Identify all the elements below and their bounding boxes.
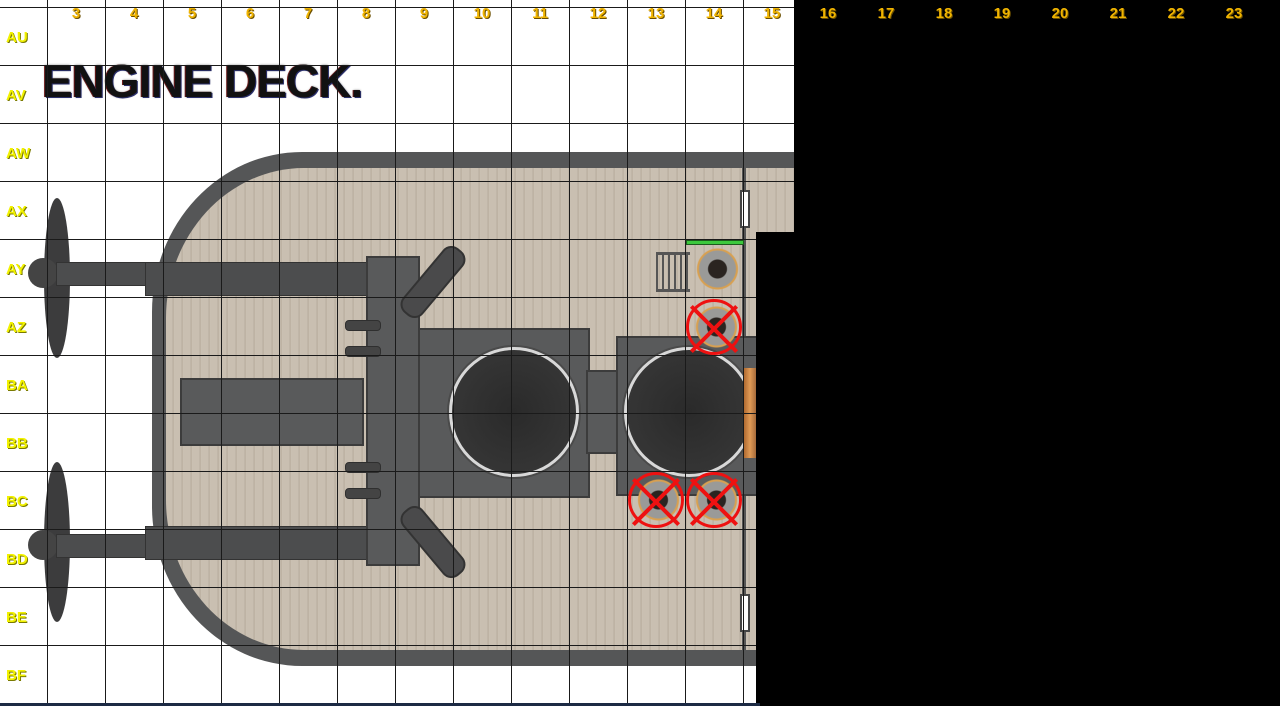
- column-label: 4: [129, 5, 139, 22]
- column-label: 3: [71, 5, 81, 22]
- column-label: 15: [763, 5, 781, 22]
- pin: [345, 488, 381, 499]
- shaft-upper: [145, 262, 369, 296]
- grid-line: [453, 0, 454, 706]
- ladder: [656, 252, 690, 292]
- row-label: AY: [6, 261, 26, 278]
- column-label: 11: [532, 5, 548, 22]
- map-title: ENGINE DECK.: [42, 55, 363, 107]
- column-label: 14: [705, 5, 723, 22]
- column-label: 12: [589, 5, 607, 22]
- column-label: 7: [303, 5, 313, 22]
- column-label: 10: [473, 5, 491, 22]
- column-label: 18: [935, 5, 953, 22]
- character-token-dead[interactable]: [686, 299, 742, 355]
- map-bottom-edge: [0, 703, 760, 706]
- engine-housing: [180, 378, 364, 446]
- grid-line: [47, 0, 48, 706]
- row-label: AZ: [6, 319, 26, 336]
- grid-line: [0, 587, 794, 588]
- grid-line: [0, 7, 794, 8]
- grid-line: [0, 355, 794, 356]
- grid-line: [0, 529, 794, 530]
- grid-line: [279, 0, 280, 706]
- column-label: 6: [245, 5, 255, 22]
- cylinder-2: [624, 347, 754, 477]
- row-label: AU: [6, 29, 28, 46]
- row-label: BF: [6, 667, 26, 684]
- column-label: 9: [419, 5, 429, 22]
- shaft-upper-thin: [56, 262, 148, 286]
- column-label: 19: [993, 5, 1011, 22]
- shaft-lower: [145, 526, 369, 560]
- row-label: AX: [6, 203, 27, 220]
- propeller-hub-upper: [28, 258, 58, 288]
- grid-line: [0, 181, 794, 182]
- grid-line: [163, 0, 164, 706]
- grid-line: [395, 0, 396, 706]
- grid-line: [221, 0, 222, 706]
- grid-line: [685, 0, 686, 706]
- grid-line: [0, 123, 794, 124]
- grid-line: [0, 471, 794, 472]
- column-label: 17: [877, 5, 895, 22]
- column-label: 23: [1225, 5, 1243, 22]
- pin: [345, 320, 381, 331]
- column-label: 13: [647, 5, 665, 22]
- grid-line: [627, 0, 628, 706]
- row-label: AV: [6, 87, 26, 104]
- row-label: AW: [6, 145, 31, 162]
- character-token-dead[interactable]: [686, 472, 742, 528]
- grid-line: [0, 645, 794, 646]
- grid-line: [0, 239, 794, 240]
- grid-line: [0, 65, 794, 66]
- door-upper[interactable]: [740, 190, 750, 228]
- column-label: 5: [187, 5, 197, 22]
- battle-map[interactable]: ENGINE DECK.: [0, 0, 794, 706]
- grid-line: [0, 413, 794, 414]
- grid-line: [337, 0, 338, 706]
- fog-of-war: [756, 232, 1280, 706]
- column-label: 22: [1167, 5, 1185, 22]
- shaft-lower-thin: [56, 534, 148, 558]
- grid-line: [105, 0, 106, 706]
- row-label: BD: [6, 551, 28, 568]
- column-label: 16: [819, 5, 837, 22]
- cylinder-1: [449, 347, 579, 477]
- grid-line: [743, 0, 744, 706]
- row-label: BA: [6, 377, 28, 394]
- column-label: 21: [1109, 5, 1127, 22]
- door-lower[interactable]: [740, 594, 750, 632]
- pin: [345, 346, 381, 357]
- column-label: 8: [361, 5, 371, 22]
- row-label: BB: [6, 435, 28, 452]
- character-token-dead[interactable]: [628, 472, 684, 528]
- grid-line: [511, 0, 512, 706]
- grid-line: [569, 0, 570, 706]
- grid-line: [0, 297, 794, 298]
- pin: [345, 462, 381, 473]
- row-label: BE: [6, 609, 27, 626]
- propeller-hub-lower: [28, 530, 58, 560]
- character-token-alive[interactable]: [690, 244, 740, 294]
- column-label: 20: [1051, 5, 1069, 22]
- row-label: BC: [6, 493, 28, 510]
